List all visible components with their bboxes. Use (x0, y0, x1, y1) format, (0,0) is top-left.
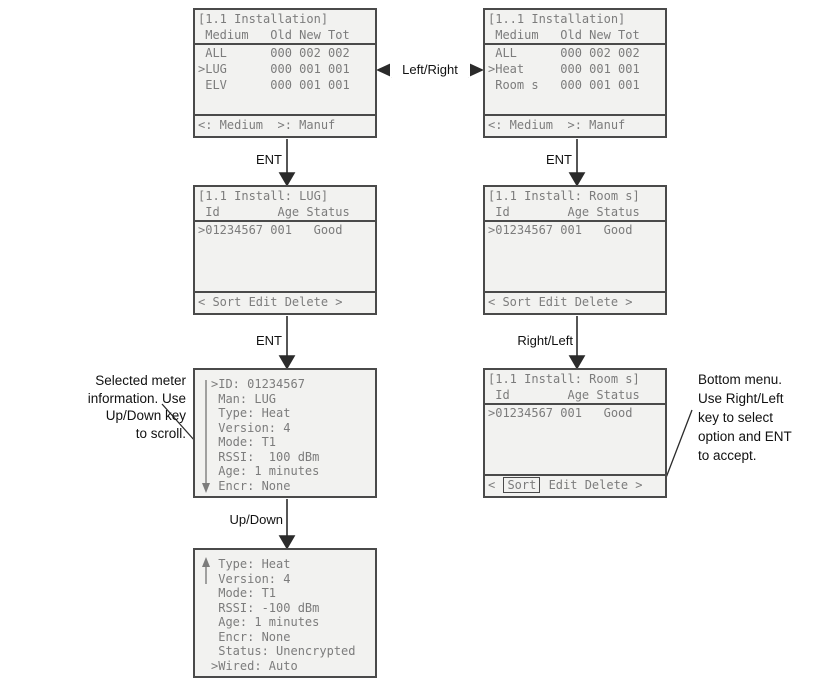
screen-title: [1.1 Install: Room s] (488, 189, 640, 203)
right-note-pointer-line (663, 409, 693, 484)
table-row: >01234567 001 Good (488, 223, 633, 237)
menu-open: < (488, 478, 503, 492)
screen-title: [1..1 Installation] (488, 12, 626, 26)
scroll-down-indicator-icon (202, 380, 210, 493)
meter-field: Version: 4 (211, 420, 291, 435)
table-header: Id Age Status (485, 388, 665, 405)
label-right-left: Right/Left (517, 333, 573, 348)
meter-field: RSSI: 100 dBm (211, 449, 320, 464)
down-arrowhead-icon (278, 172, 296, 187)
note-selected-meter: Selected meter information. Use Up/Down … (87, 373, 186, 441)
meter-field: Mode: T1 (211, 586, 277, 600)
menu-rest: Edit Delete > (541, 478, 643, 492)
meter-field: Man: LUG (211, 391, 277, 406)
lcd-screen-meter-info: >ID: 01234567 Man: LUG Type: Heat Versio… (193, 368, 377, 498)
screen-title: [1.1 Installation] (198, 12, 329, 26)
table-header: Medium Old New Tot (195, 28, 375, 45)
table-header: Id Age Status (485, 205, 665, 222)
meter-field: Encr: None (211, 478, 291, 493)
label-ent-right-top: ENT (546, 152, 572, 167)
lcd-screen-installation-medium: [1.1 Installation] Medium Old New Tot AL… (193, 8, 377, 138)
meter-field: Age: 1 minutes (211, 464, 320, 478)
softkey-menu: < Sort Edit Delete > (485, 474, 665, 496)
meter-field: Type: Heat (211, 406, 291, 420)
table-row: ALL 000 002 002 (198, 46, 350, 60)
scroll-up-indicator-icon (202, 557, 210, 584)
meter-field: RSSI: -100 dBm (211, 600, 320, 615)
down-arrowhead-icon (278, 535, 296, 550)
table-row: >01234567 001 Good (198, 223, 343, 237)
down-arrowhead-icon (568, 172, 586, 187)
label-ent-left-mid: ENT (256, 333, 282, 348)
table-header: Medium Old New Tot (485, 28, 665, 45)
meter-field: Version: 4 (211, 571, 291, 586)
table-row: >Heat 000 001 001 (488, 62, 640, 76)
table-row: Room s 000 001 001 (488, 78, 640, 92)
table-row: >01234567 001 Good (488, 406, 633, 420)
lcd-screen-install-room: [1.1 Install: Room s] Id Age Status >012… (483, 185, 667, 315)
meter-field: Status: Unencrypted (211, 644, 356, 658)
label-ent-left-top: ENT (256, 152, 282, 167)
menu-option-sort-selected: Sort (503, 477, 541, 493)
softkey-menu: < Sort Edit Delete > (195, 291, 375, 313)
lcd-screen-install-room-menu: [1.1 Install: Room s] Id Age Status >012… (483, 368, 667, 498)
table-row: ELV 000 001 001 (198, 78, 350, 92)
meter-field: >ID: 01234567 (211, 377, 305, 391)
softkey-menu: <: Medium >: Manuf (485, 114, 665, 136)
screen-title: [1.1 Install: LUG] (198, 189, 329, 203)
meter-field: Age: 1 minutes (211, 615, 320, 629)
lcd-screen-installation-manuf: [1..1 Installation] Medium Old New Tot A… (483, 8, 667, 138)
table-row: >LUG 000 001 001 (198, 62, 350, 76)
lcd-screen-install-lug: [1.1 Install: LUG] Id Age Status >012345… (193, 185, 377, 315)
lcd-screen-meter-info-scrolled: Type: Heat Version: 4 Mode: T1 RSSI: -10… (193, 548, 377, 678)
down-arrowhead-icon (278, 355, 296, 370)
label-up-down: Up/Down (229, 512, 283, 527)
meter-field: Type: Heat (211, 557, 291, 571)
right-arrowhead-icon (468, 62, 484, 78)
meter-field: Encr: None (211, 629, 291, 644)
down-arrowhead-icon (568, 355, 586, 370)
softkey-menu: <: Medium >: Manuf (195, 114, 375, 136)
note-bottom-menu: Bottom menu. Use Right/Left key to selec… (698, 372, 792, 463)
screen-title: [1.1 Install: Room s] (488, 372, 640, 386)
meter-field: Mode: T1 (211, 435, 277, 449)
meter-field: >Wired: Auto (211, 658, 298, 673)
softkey-menu: < Sort Edit Delete > (485, 291, 665, 313)
table-row: ALL 000 002 002 (488, 46, 640, 60)
table-header: Id Age Status (195, 205, 375, 222)
label-left-right: Left/Right (390, 62, 470, 77)
